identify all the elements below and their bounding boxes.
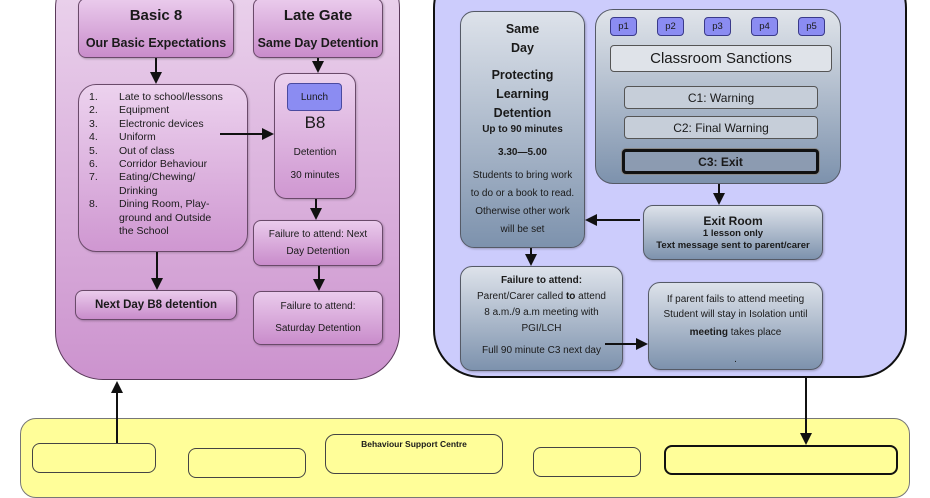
item-number: 2. [89,104,98,117]
period-p3: p3 [704,17,731,36]
fail-attend-line: PGI/LCH [521,323,562,334]
list-item: 8. Dining Room, Play- ground and Outside … [89,198,243,238]
same-day-time: 3.30—5.00 [498,147,547,158]
list-item: 4. Uniform [89,131,243,144]
text-segment: attend [575,291,606,302]
text-segment: meeting [689,327,728,338]
same-day-duration: Up to 90 minutes [482,124,563,135]
item-number: 8. [89,198,98,211]
same-day-heading: Day [511,41,534,55]
item-number: 1. [89,91,98,103]
item-number: 4. [89,131,98,144]
fail-attend-line: Parent/Carer called to attend [477,289,606,305]
list-item: 2. Equipment [89,104,243,117]
fail-attend-line: 8 a.m./9 a.m meeting with [484,307,599,318]
expectations-list: 1. Late to school/lessons 2. Equipment 3. E… [78,84,248,252]
item-number: 7. [89,171,98,184]
list-item: 7. Eating/Chewing/ Drinking [89,171,243,198]
bottom-box-1 [32,443,156,473]
parent-fails-box: If parent fails to attend meeting Studen… [648,282,823,370]
late-gate-box: Late Gate Same Day Detention [253,0,383,58]
text-segment: takes place [727,327,782,338]
fail-next-day-box: Failure to attend: Next Day Detention [253,220,383,266]
list-item: 5. Out of class [89,145,243,158]
c2-final-warning: C2: Final Warning [624,116,818,139]
late-gate-subtitle: Same Day Detention [257,35,379,50]
same-day-detention-box: Same Day Protecting Learning Detention U… [460,11,585,248]
parent-fails-line: . [734,354,737,365]
failure-to-attend-box: Failure to attend: Parent/Carer called t… [460,266,623,371]
same-day-heading: Protecting [491,68,554,82]
same-day-heading: Learning [496,87,549,101]
item-text: Corridor Behaviour [119,158,208,171]
same-day-note: will be set [500,224,545,235]
fail-saturday-line1: Failure to attend: [280,301,356,312]
fail-attend-title: Failure to attend: [500,275,583,286]
parent-fails-line: Student will stay in Isolation until [663,309,808,320]
item-text: Electronic devices [119,117,204,130]
next-day-b8-text: Next Day B8 detention [94,299,218,311]
bottom-box-4 [533,447,641,477]
c1-warning: C1: Warning [624,86,818,109]
item-number: 6. [89,158,98,171]
item-text: Equipment [119,104,170,117]
detention-label: Detention [293,147,337,158]
basic8-box: Basic 8 Our Basic Expectations [78,0,234,58]
b8-label: B8 [304,113,326,132]
period-p2: p2 [657,17,684,36]
basic8-subtitle: Our Basic Expectations [85,35,227,50]
fail-next-day-text: Failure to attend: Next Day Detention [268,229,368,257]
late-gate-title: Late Gate [283,6,353,24]
text-segment: Parent/Carer called [477,291,566,302]
item-number: 3. [89,117,98,130]
same-day-note: to do or a book to read. [470,188,575,199]
item-text: Dining Room, Play- ground and Outside th… [119,198,212,238]
period-p4: p4 [751,17,778,36]
behaviour-support-centre-box: Behaviour Support Centre [325,434,503,474]
parent-fails-line: meeting takes place [690,325,782,340]
basic8-title: Basic 8 [129,6,183,24]
item-text: Late to school/lessons [119,91,223,103]
same-day-note: Otherwise other work [475,206,570,217]
exit-room-line: Text message sent to parent/carer [656,239,810,251]
same-day-note: Students to bring work [472,170,573,181]
text-segment: to [565,291,576,302]
item-text: Uniform [119,131,156,144]
bsc-title: Behaviour Support Centre [361,439,467,449]
item-text: Out of class [119,144,175,157]
duration-label: 30 minutes [290,170,340,181]
lunch-tag: Lunch [287,83,342,111]
classroom-sanctions-label: Classroom Sanctions [610,45,832,72]
exit-room-title: Exit Room [703,213,763,228]
exit-room-box: Exit Room 1 lesson only Text message sen… [643,205,823,260]
same-day-heading: Detention [493,106,552,120]
fail-saturday-line2: Saturday Detention [275,323,361,334]
item-number: 5. [89,144,98,157]
parent-fails-line: If parent fails to attend meeting [666,294,805,305]
next-day-b8-box: Next Day B8 detention [75,290,237,320]
c3-exit: C3: Exit [622,149,819,174]
fail-saturday-box: Failure to attend: Saturday Detention [253,291,383,345]
period-p5: p5 [798,17,825,36]
list-item: 6. Corridor Behaviour [89,158,243,171]
exit-room-line: 1 lesson only [702,227,764,239]
same-day-heading: Same [505,22,540,36]
list-item: 3. Electronic devices [89,118,243,131]
list-item: 1. Late to school/lessons [89,91,243,104]
item-text: Eating/Chewing/ Drinking [119,171,196,197]
fail-attend-line: Full 90 minute C3 next day [482,345,601,356]
period-p1: p1 [610,17,637,36]
bottom-box-2 [188,448,306,478]
